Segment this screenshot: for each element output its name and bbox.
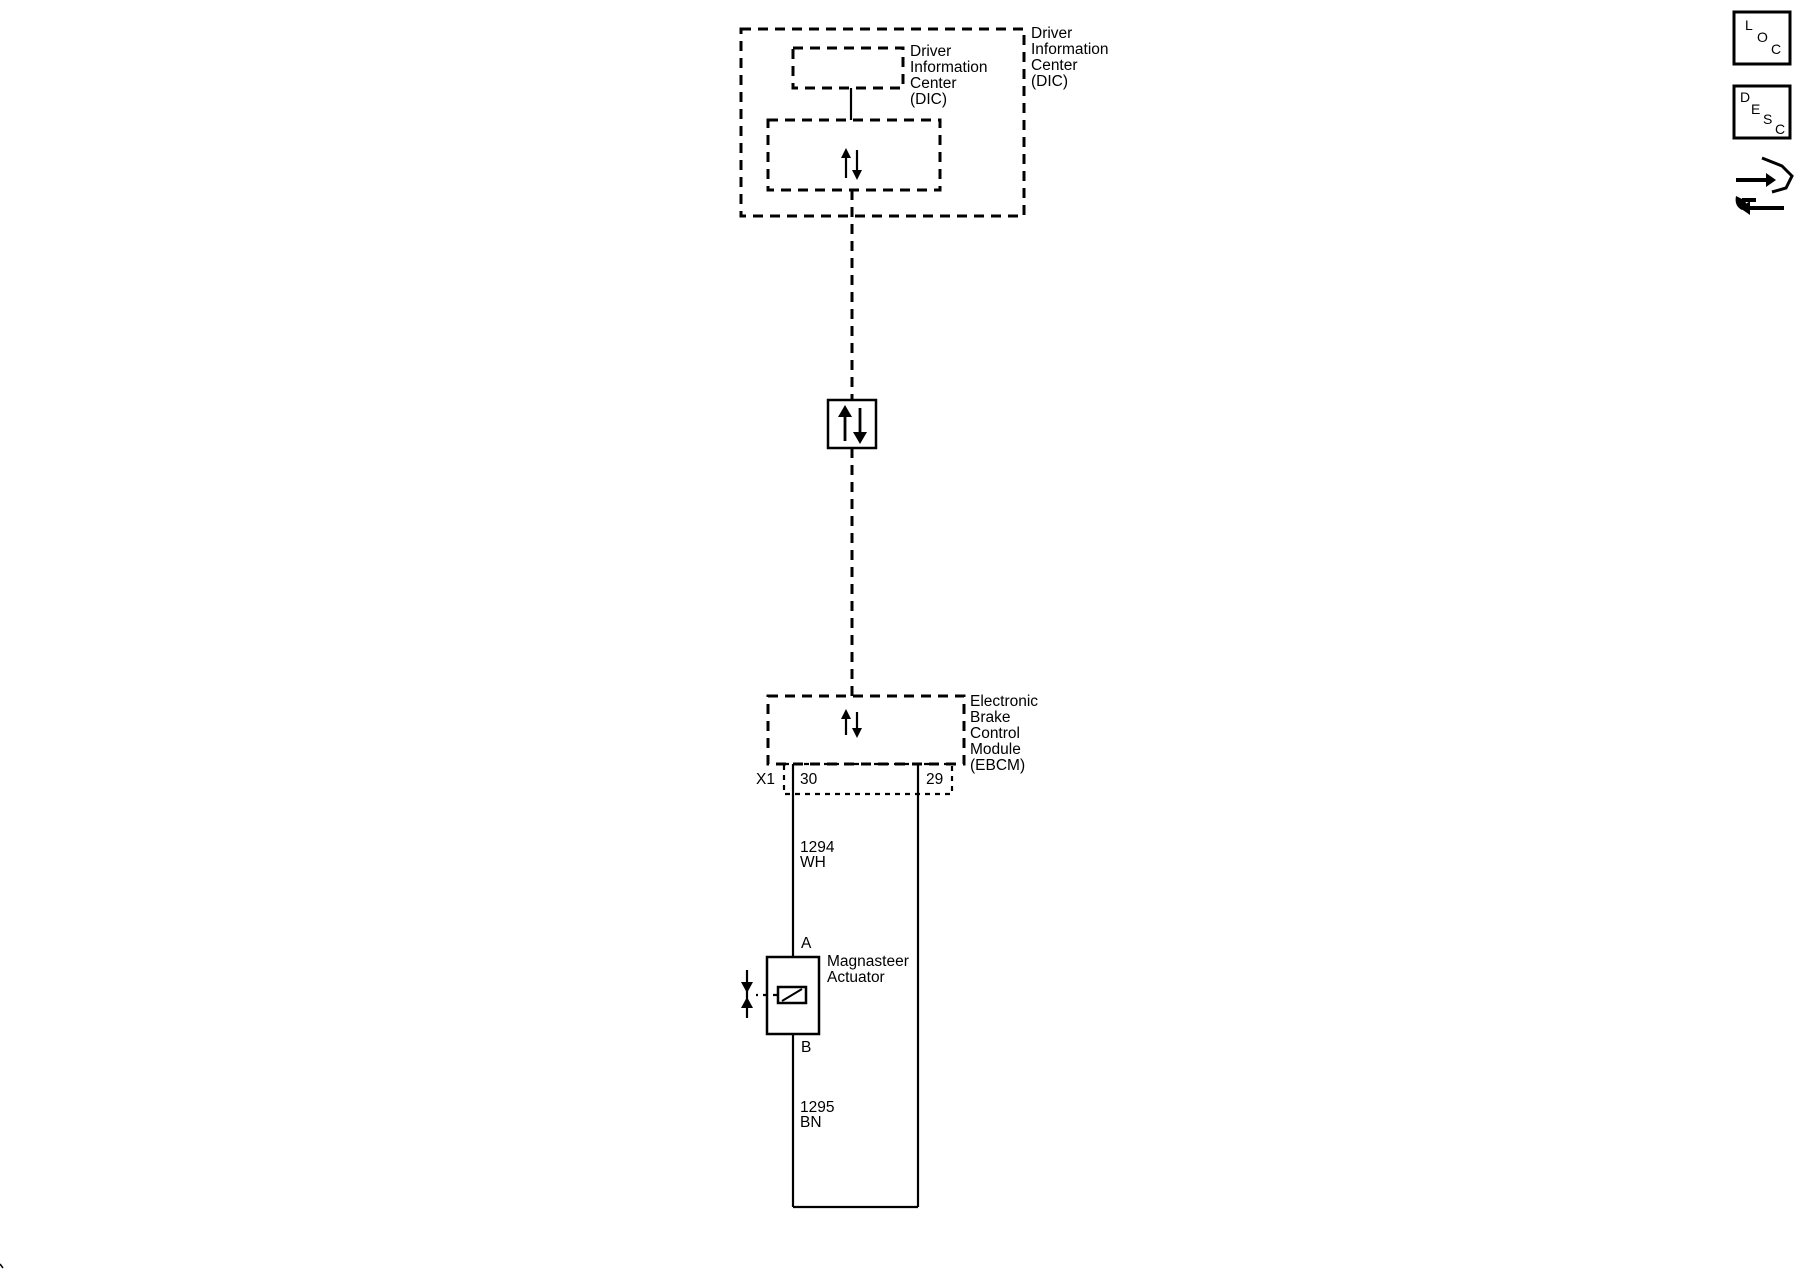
ebcm-serial-data-icon [841, 709, 862, 738]
circuit-1295-label: 1295 BN [800, 1099, 839, 1131]
dic-outer-module[interactable] [739, 27, 1026, 218]
desc-button[interactable]: D E S C [1732, 84, 1792, 140]
connector-name: X1 [756, 771, 775, 788]
svg-text:E: E [1751, 101, 1760, 117]
service-button[interactable] [1735, 156, 1794, 215]
pin-30-label: 30 [800, 771, 818, 788]
magnasteer-actuator-label: Magnasteer Actuator [827, 953, 913, 986]
connector-x1[interactable] [782, 762, 954, 796]
terminal-a-label: A [801, 935, 812, 952]
dic-outer-label: Driver Information Center (DIC) [1031, 25, 1113, 90]
dic-display-box[interactable] [791, 46, 905, 90]
solenoid-icon [756, 985, 808, 1005]
svg-text:D: D [1740, 89, 1750, 105]
terminal-b-label: B [801, 1039, 811, 1056]
loc-button[interactable]: L O C [1732, 10, 1792, 66]
svg-text:L: L [1745, 17, 1753, 33]
corner-mark [0, 1263, 4, 1269]
serial-data-symbol-icon [838, 405, 867, 444]
svg-text:C: C [1775, 121, 1785, 137]
service-wrench-icon [1735, 156, 1794, 215]
ebcm-module[interactable] [766, 694, 966, 766]
dic-inner-label: Driver Information Center (DIC) [910, 43, 992, 108]
dic-serial-data-box[interactable] [766, 118, 942, 192]
actuator-motion-arrows-icon [741, 970, 753, 1018]
ebcm-label: Electronic Brake Control Module (EBCM) [970, 693, 1042, 774]
dic-serial-data-icon [841, 148, 862, 180]
circuit-1294-label: 1294 WH [800, 839, 839, 871]
serial-data-symbol[interactable] [826, 398, 878, 450]
description-icon [1732, 84, 1792, 140]
svg-text:S: S [1763, 111, 1772, 127]
pin-29-label: 29 [926, 771, 943, 788]
svg-text:C: C [1771, 41, 1781, 57]
location-icon [1732, 10, 1792, 66]
svg-text:O: O [1757, 29, 1768, 45]
